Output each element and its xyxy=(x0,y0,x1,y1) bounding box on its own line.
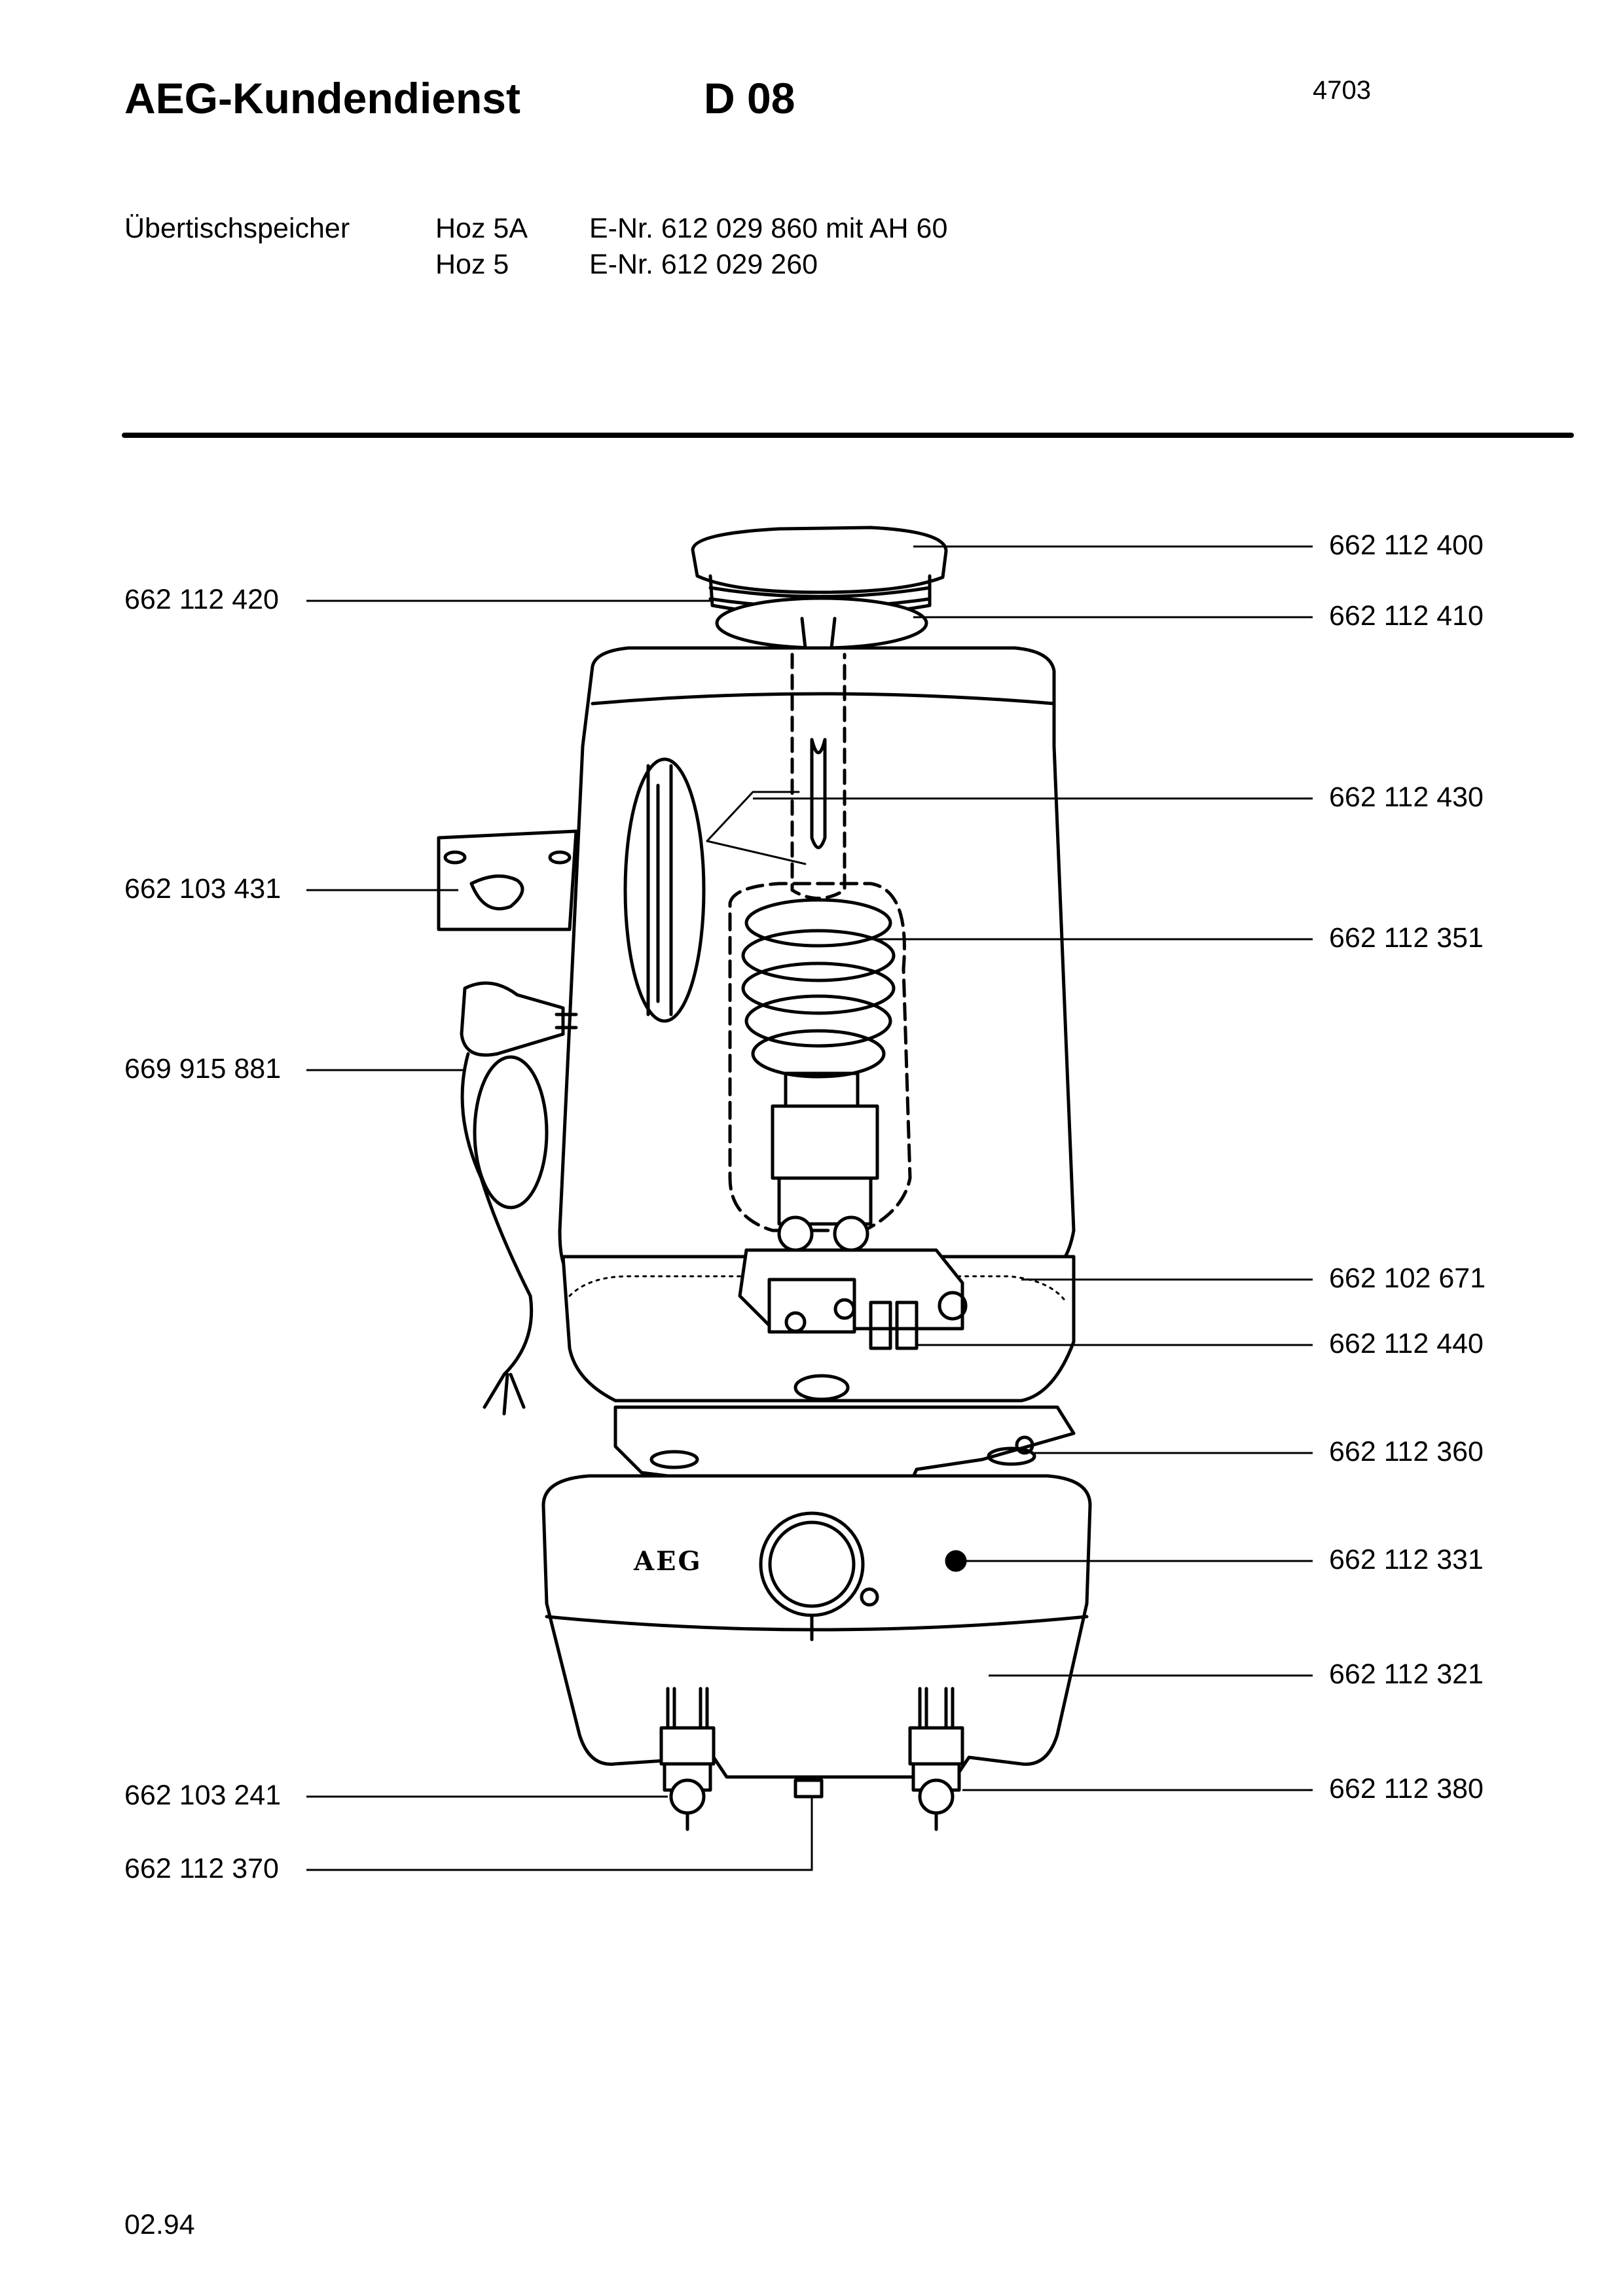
part-label-662-112-370: 662 112 370 xyxy=(124,1853,279,1884)
part-label-662-112-331: 662 112 331 xyxy=(1329,1544,1484,1575)
tank-body xyxy=(558,646,1076,1275)
part-label-662-103-431: 662 103 431 xyxy=(124,873,282,905)
part-label-662-112-420: 662 112 420 xyxy=(124,584,279,615)
drain-nut xyxy=(793,1778,824,1799)
product-enr-1: E-Nr. 612 029 860 mit AH 60 xyxy=(589,213,948,244)
part-label-662-112-321: 662 112 321 xyxy=(1329,1659,1484,1690)
valve-right xyxy=(908,1687,964,1831)
page-title: AEG-Kundendienst xyxy=(124,74,520,122)
product-model-2: Hoz 5 xyxy=(435,249,509,280)
top-cap xyxy=(691,526,948,653)
part-label-662-112-430: 662 112 430 xyxy=(1329,781,1484,813)
footer-date: 02.94 xyxy=(124,2209,195,2240)
part-label-662-112-400: 662 112 400 xyxy=(1329,529,1484,561)
part-label-662-103-241: 662 103 241 xyxy=(124,1780,282,1811)
aeg-logo: AEG xyxy=(634,1546,702,1577)
part-label-662-112-360: 662 112 360 xyxy=(1329,1436,1484,1467)
part-label-662-112-440: 662 112 440 xyxy=(1329,1328,1484,1359)
page-code: 4703 xyxy=(1313,76,1371,105)
wall-bracket xyxy=(437,829,578,931)
product-enr-2: E-Nr. 612 029 260 xyxy=(589,249,818,280)
product-model-1: Hoz 5A xyxy=(435,213,528,244)
base-assembly xyxy=(561,1248,1076,1434)
part-label-662-102-671: 662 102 671 xyxy=(1329,1263,1486,1294)
power-cord xyxy=(460,981,578,1416)
product-category: Übertischspeicher xyxy=(124,213,350,244)
part-label-662-112-410: 662 112 410 xyxy=(1329,600,1484,632)
part-label-662-112-351: 662 112 351 xyxy=(1329,922,1484,954)
front-cover xyxy=(541,1474,1092,1779)
valve-left xyxy=(659,1687,716,1831)
part-label-669-915-881: 669 915 881 xyxy=(124,1053,282,1085)
model-code: D 08 xyxy=(704,74,795,122)
part-label-662-112-380: 662 112 380 xyxy=(1329,1773,1484,1804)
leader-662-112-370 xyxy=(306,1797,813,1871)
